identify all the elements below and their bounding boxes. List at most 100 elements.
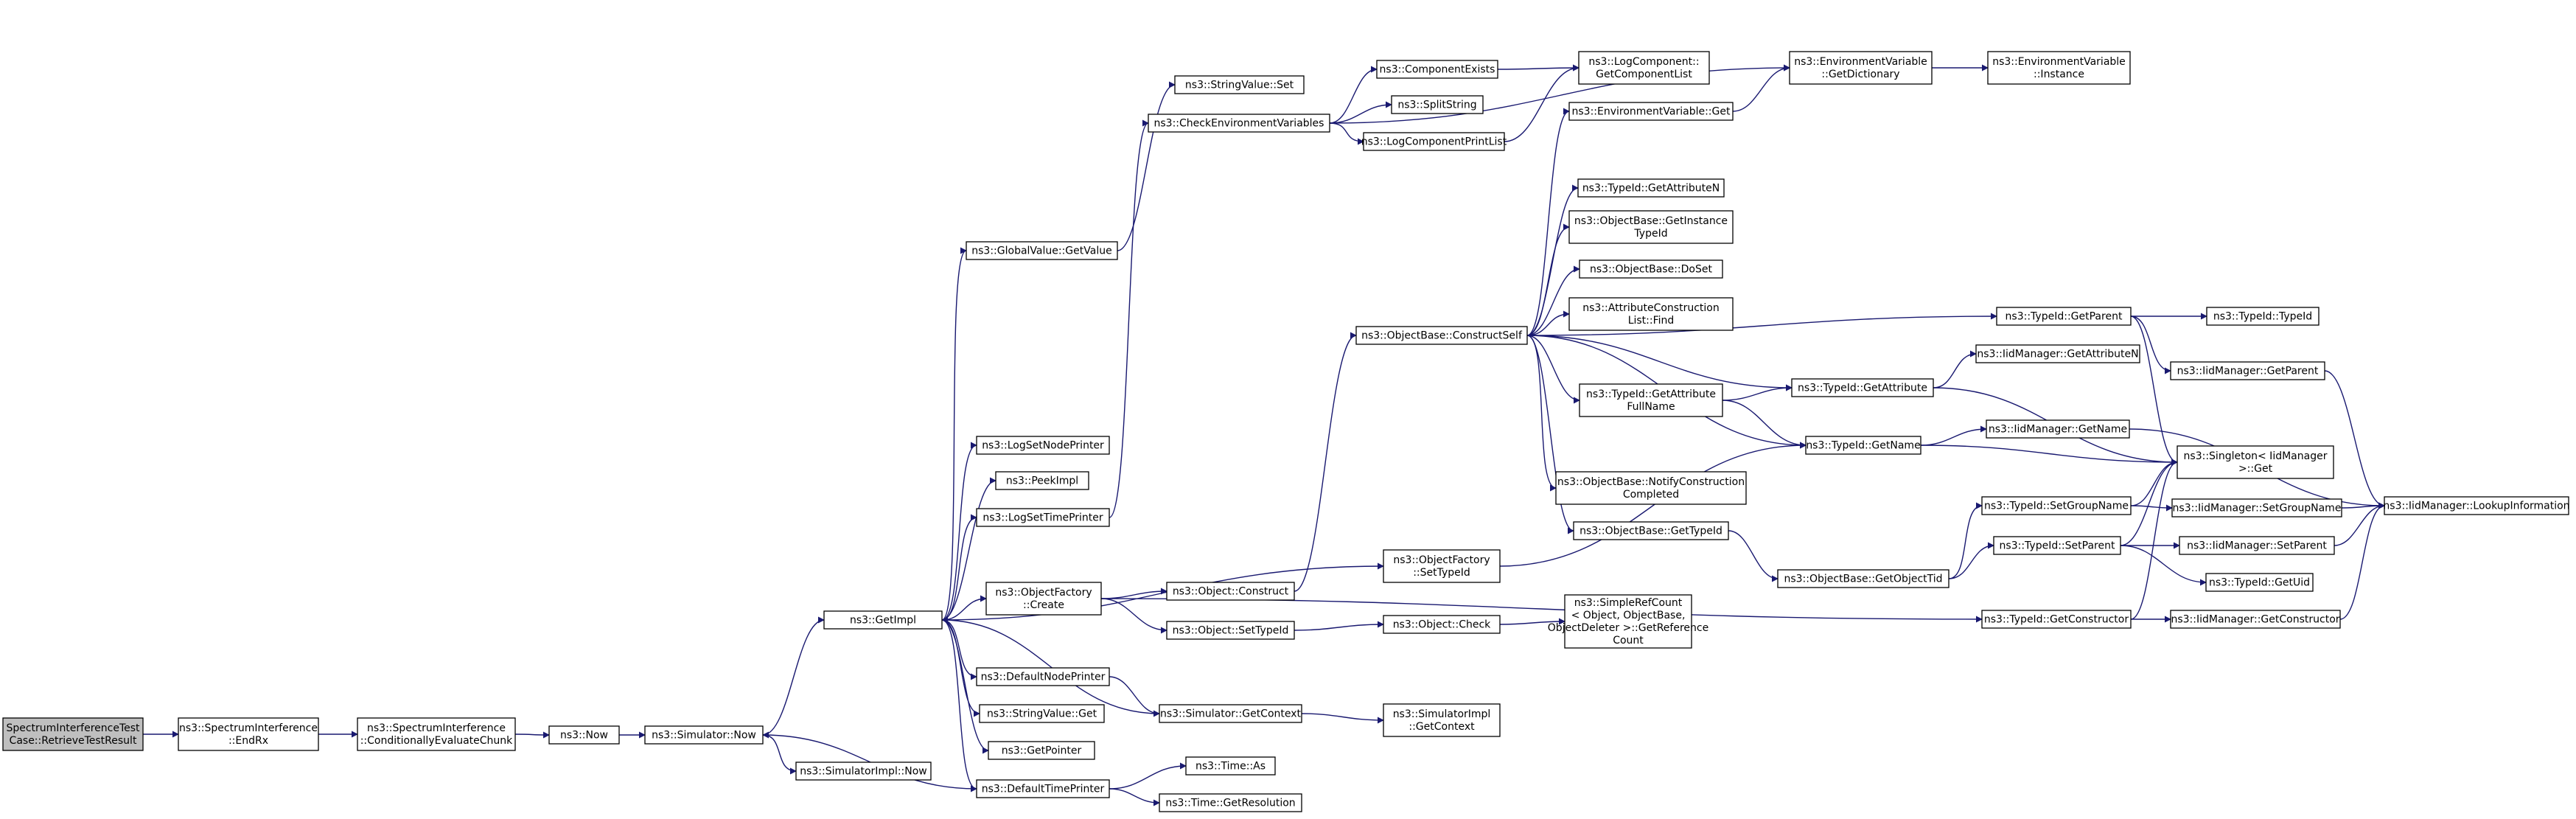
node-simnow[interactable]: ns3::Simulator::Now — [644, 725, 764, 745]
node-box — [1975, 344, 2140, 363]
node-iidgetattrn[interactable]: ns3::IidManager::GetAttributeN — [1975, 344, 2140, 363]
edge-objfactcreate-to-objconstruct — [1100, 588, 1167, 599]
edge-constructself-to-tidgetparent — [1526, 313, 1997, 336]
node-layer: SpectrumInterferenceTestCase::RetrieveTe… — [2, 51, 2570, 812]
node-label: ns3::StringValue::Set — [1185, 80, 1294, 91]
edge-obgetobjecttid-to-tidsetparent — [1948, 542, 1994, 579]
node-label: ns3::TypeId::GetAttribute — [1586, 388, 1716, 400]
node-stringvalueget[interactable]: ns3::StringValue::Get — [979, 704, 1105, 723]
edge-getimpl-to-defnodeprinter — [941, 619, 977, 680]
node-label: ns3::DefaultNodePrinter — [981, 672, 1106, 683]
node-simgetcontext[interactable]: ns3::Simulator::GetContext — [1159, 704, 1302, 723]
node-box — [1578, 51, 1710, 85]
node-iidgetname[interactable]: ns3::IidManager::GetName — [1986, 419, 2130, 439]
node-tidgetuid[interactable]: ns3::TypeId::GetUid — [2205, 573, 2314, 592]
node-endrx[interactable]: ns3::SpectrumInterference::EndRx — [178, 717, 319, 751]
node-splitstring[interactable]: ns3::SplitString — [1391, 95, 1484, 114]
edge-getimpl-to-gvgetvalue — [941, 247, 967, 621]
node-tidgetconstructor[interactable]: ns3::TypeId::GetConstructor — [1981, 610, 2132, 629]
node-iidlookup[interactable]: ns3::IidManager::LookupInformation — [2383, 496, 2570, 515]
node-deftimeprinter[interactable]: ns3::DefaultTimePrinter — [976, 779, 1110, 798]
node-box — [178, 717, 319, 751]
edge-tidgetattrfull-to-tidgetattr — [1722, 384, 1793, 401]
node-envinstance[interactable]: ns3::EnvironmentVariable::Instance — [1987, 51, 2131, 85]
node-peekimpl[interactable]: ns3::PeekImpl — [995, 471, 1089, 490]
node-box — [1383, 549, 1501, 583]
node-label: ::ConditionallyEvaluateChunk — [360, 735, 513, 747]
node-root[interactable]: SpectrumInterferenceTestCase::RetrieveTe… — [2, 717, 144, 751]
edge-condeval-to-now — [514, 731, 550, 739]
node-iidsetgroup[interactable]: ns3::IidManager::SetGroupName — [2171, 498, 2342, 517]
edge-iidsetparent-to-iidlookup — [2334, 502, 2385, 546]
node-label: ns3::SimulatorImpl — [1393, 708, 1491, 720]
edge-gvgetvalue-to-stringvalueset — [1117, 81, 1176, 251]
node-tidgetattr[interactable]: ns3::TypeId::GetAttribute — [1791, 378, 1934, 397]
node-box — [1996, 307, 2132, 326]
node-tidsetgroup[interactable]: ns3::TypeId::SetGroupName — [1981, 496, 2132, 515]
node-stringvalueset[interactable]: ns3::StringValue::Set — [1174, 75, 1305, 94]
node-defnodeprinter[interactable]: ns3::DefaultNodePrinter — [976, 667, 1110, 686]
node-condeval[interactable]: ns3::SpectrumInterference::Conditionally… — [357, 717, 516, 751]
edge-iidgetconstructor-to-iidlookup — [2339, 502, 2385, 620]
node-envget[interactable]: ns3::EnvironmentVariable::Get — [1568, 102, 1734, 121]
node-label: ns3::ObjectBase::GetObjectTid — [1784, 574, 1942, 585]
edge-iidgetparent-to-iidlookup — [2324, 370, 2385, 509]
node-tidsetparent[interactable]: ns3::TypeId::SetParent — [1993, 536, 2121, 555]
node-tidgetname[interactable]: ns3::TypeId::GetName — [1805, 436, 1921, 455]
node-obgetobjecttid[interactable]: ns3::ObjectBase::GetObjectTid — [1777, 569, 1950, 588]
node-obgettypeid[interactable]: ns3::ObjectBase::GetTypeId — [1573, 521, 1729, 540]
node-box — [1568, 102, 1734, 121]
node-box — [1568, 297, 1734, 331]
node-objsettypeid[interactable]: ns3::Object::SetTypeId — [1166, 621, 1295, 640]
node-objfactsettypeid[interactable]: ns3::ObjectFactory::SetTypeId — [1383, 549, 1501, 583]
node-obdoset[interactable]: ns3::ObjectBase::DoSet — [1579, 259, 1723, 279]
edge-getimpl-to-deftimeprinter — [941, 619, 977, 792]
node-box — [2170, 610, 2341, 629]
node-tidgetparent[interactable]: ns3::TypeId::GetParent — [1996, 307, 2132, 326]
node-objfactcreate[interactable]: ns3::ObjectFactory::Create — [985, 582, 1102, 616]
node-label: ns3::IidManager::GetParent — [2177, 366, 2319, 377]
edge-constructself-to-obgetinstance — [1526, 223, 1570, 336]
node-objcheck[interactable]: ns3::Object::Check — [1383, 615, 1501, 634]
node-iidgetconstructor[interactable]: ns3::IidManager::GetConstructor — [2170, 610, 2341, 629]
node-label: ns3::GetImpl — [850, 615, 916, 627]
node-now[interactable]: ns3::Now — [548, 725, 620, 745]
node-checkenv[interactable]: ns3::CheckEnvironmentVariables — [1148, 114, 1330, 133]
node-gvgetvalue[interactable]: ns3::GlobalValue::GetValue — [966, 241, 1118, 260]
node-compexists[interactable]: ns3::ComponentExists — [1376, 60, 1498, 79]
node-timegetres[interactable]: ns3::Time::GetResolution — [1159, 793, 1302, 812]
node-tidtypeid[interactable]: ns3::TypeId::TypeId — [2206, 307, 2320, 326]
node-box — [1568, 210, 1734, 244]
node-singletonget[interactable]: ns3::Singleton< IidManager>::Get — [2177, 445, 2334, 479]
node-obnotify[interactable]: ns3::ObjectBase::NotifyConstructionCompl… — [1555, 471, 1747, 505]
node-tidgetattrn[interactable]: ns3::TypeId::GetAttributeN — [1577, 178, 1725, 198]
node-constructself[interactable]: ns3::ObjectBase::ConstructSelf — [1355, 326, 1528, 345]
edge-checkenv-to-splitstring — [1329, 101, 1392, 124]
node-getpointer[interactable]: ns3::GetPointer — [988, 741, 1095, 760]
node-envgetdict[interactable]: ns3::EnvironmentVariable::GetDictionary — [1789, 51, 1933, 85]
node-objconstruct[interactable]: ns3::Object::Construct — [1166, 582, 1295, 601]
edge-tidgetattr-to-iidgetattrn — [1933, 350, 1977, 388]
node-box — [995, 471, 1089, 490]
node-timeas[interactable]: ns3::Time::As — [1185, 756, 1276, 776]
node-getimpl[interactable]: ns3::GetImpl — [823, 610, 943, 630]
edge-checkenv-to-logcompprint — [1329, 122, 1364, 145]
edge-constructself-to-obgettypeid — [1526, 335, 1574, 534]
node-label: ns3::ObjectBase::GetTypeId — [1580, 526, 1722, 537]
node-box — [1159, 793, 1302, 812]
node-logsetnode[interactable]: ns3::LogSetNodePrinter — [976, 436, 1110, 455]
node-label: ns3::Simulator::GetContext — [1160, 708, 1302, 720]
node-label: >::Get — [2238, 463, 2273, 475]
node-iidgetparent[interactable]: ns3::IidManager::GetParent — [2170, 361, 2325, 380]
node-simimplnow[interactable]: ns3::SimulatorImpl::Now — [795, 762, 932, 781]
node-logsettime[interactable]: ns3::LogSetTimePrinter — [976, 508, 1110, 527]
node-simimplgetcontext[interactable]: ns3::SimulatorImpl::GetContext — [1383, 703, 1501, 737]
node-logcompprint[interactable]: ns3::LogComponentPrintList — [1361, 132, 1507, 151]
edge-tidgetname-to-singletonget — [1920, 445, 2178, 466]
node-simplerefcount[interactable]: ns3::SimpleRefCount< Object, ObjectBase,… — [1548, 594, 1708, 649]
node-iidsetparent[interactable]: ns3::IidManager::SetParent — [2179, 536, 2335, 555]
node-logcomplist[interactable]: ns3::LogComponent::GetComponentList — [1578, 51, 1710, 85]
